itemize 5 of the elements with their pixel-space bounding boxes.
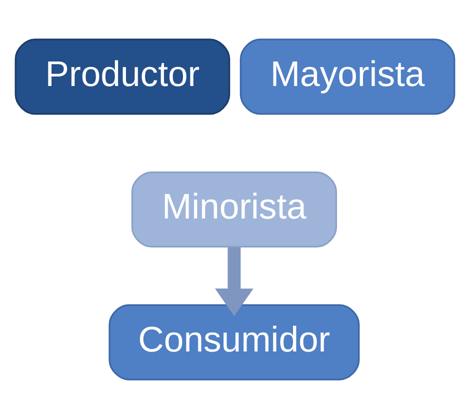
node-box: Consumidor bbox=[108, 304, 360, 380]
arrow bbox=[214, 246, 253, 316]
node-box: Minorista bbox=[130, 170, 337, 248]
node-box: Mayorista bbox=[239, 38, 455, 114]
node-box: Productor bbox=[14, 38, 230, 114]
